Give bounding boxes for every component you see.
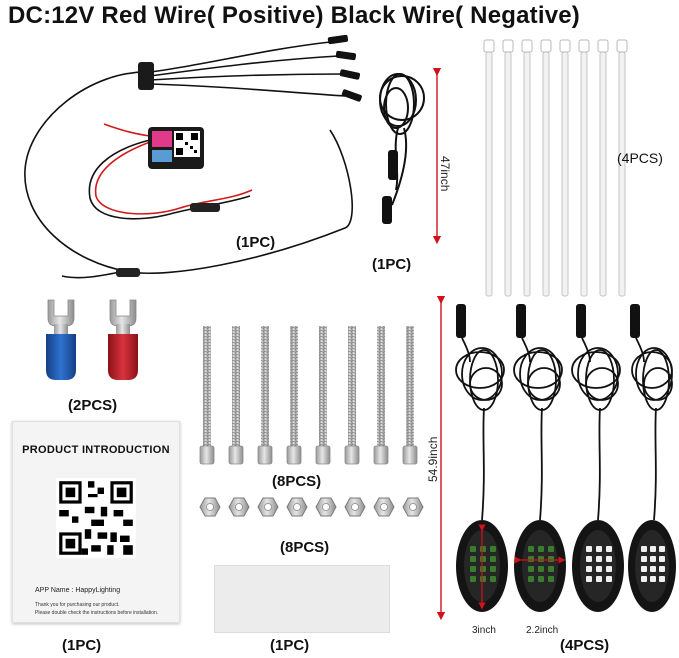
pods-qty-label: (4PCS) xyxy=(560,637,610,654)
extension-connector-b xyxy=(382,196,392,224)
controller-qty-label: (1PC) xyxy=(236,234,276,251)
red-power-wire xyxy=(94,123,253,215)
bolts-qty-label: (8PCS) xyxy=(272,473,322,490)
splitter-hub xyxy=(138,62,154,90)
nuts-qty-label: (8PCS) xyxy=(280,539,330,556)
rock-light-pods xyxy=(455,304,676,612)
inline-connector xyxy=(116,268,140,277)
tape-qty-label: (1PC) xyxy=(270,637,310,654)
manual-title: PRODUCT INTRODUCTION xyxy=(22,444,170,456)
extension-length-label: 47inch xyxy=(438,156,452,192)
manual-app-name: APP Name : HappyLighting xyxy=(35,587,121,594)
spade-terminal-red xyxy=(108,299,138,380)
adhesive-tape-pad xyxy=(214,565,390,633)
extension-connector-a xyxy=(388,150,398,180)
manual-qty-label: (1PC) xyxy=(62,637,102,654)
zipties-qty-label: (4PCS) xyxy=(617,150,663,166)
headline: DC:12V Red Wire( Positive) Black Wire( N… xyxy=(8,2,580,29)
spade-terminal-blue xyxy=(46,299,76,380)
qr-code-icon xyxy=(56,478,136,558)
inline-fuse xyxy=(190,203,220,212)
zip-ties xyxy=(483,39,628,297)
bluetooth-controller-box xyxy=(148,127,204,169)
instruction-manual: PRODUCT INTRODUCTION APP Name : HappyLig… xyxy=(12,421,180,623)
mounting-bolts xyxy=(199,326,418,465)
pod-width-label: 2.2inch xyxy=(526,625,559,636)
pod-cable-length-label: 54.9inch xyxy=(426,436,440,482)
hex-nuts xyxy=(199,497,424,517)
splitter-connectors xyxy=(327,34,362,102)
manual-thanks-text: Thank you for purchasing our product. xyxy=(35,602,120,608)
terminals-qty-label: (2PCS) xyxy=(68,397,118,414)
pod-length-label: 3inch xyxy=(472,625,496,636)
extension-qty-label: (1PC) xyxy=(372,256,412,273)
extension-cable-coil xyxy=(379,73,425,206)
controller-harness xyxy=(24,41,353,279)
manual-note-text: Please double check the instructions bef… xyxy=(35,610,159,616)
